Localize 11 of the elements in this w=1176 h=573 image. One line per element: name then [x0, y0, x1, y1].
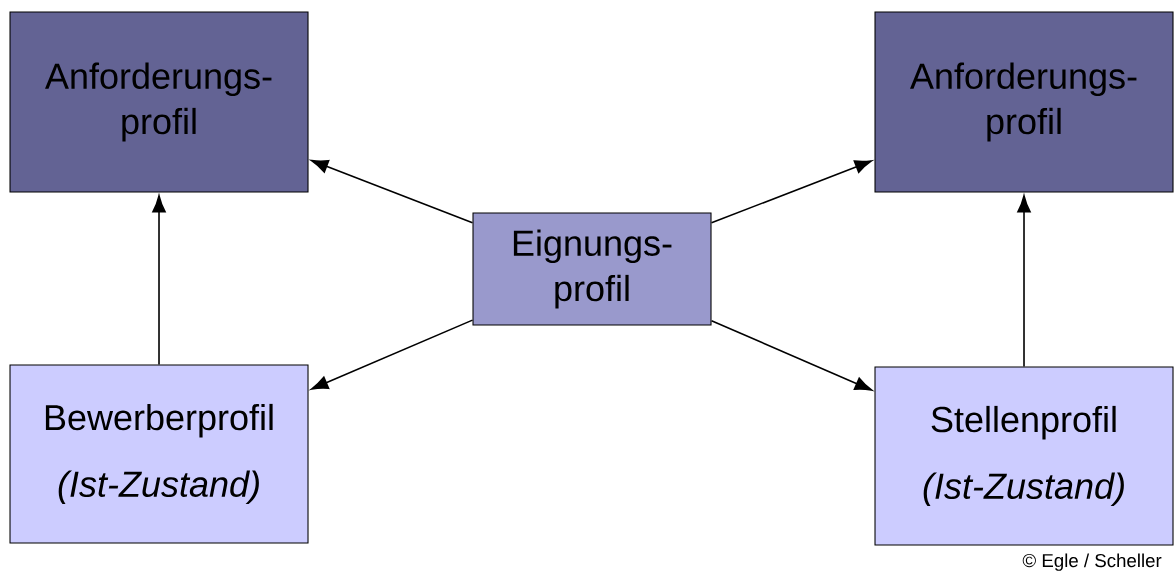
profile-box: Stellenprofil (Ist-Zustand): [874, 366, 1174, 546]
arrow: [310, 319, 474, 390]
arrow: [710, 319, 873, 391]
arrow: [1017, 195, 1031, 368]
arrow: [152, 195, 166, 366]
requirement-box: Anforderungs- profil: [9, 11, 309, 193]
profile-box: Eignungs- profil: [472, 212, 712, 326]
profile-box: Bewerberprofil (Ist-Zustand): [9, 364, 309, 544]
arrow: [310, 159, 474, 224]
arrow: [710, 160, 873, 224]
requirement-box: Anforderungs- profil: [874, 11, 1174, 193]
